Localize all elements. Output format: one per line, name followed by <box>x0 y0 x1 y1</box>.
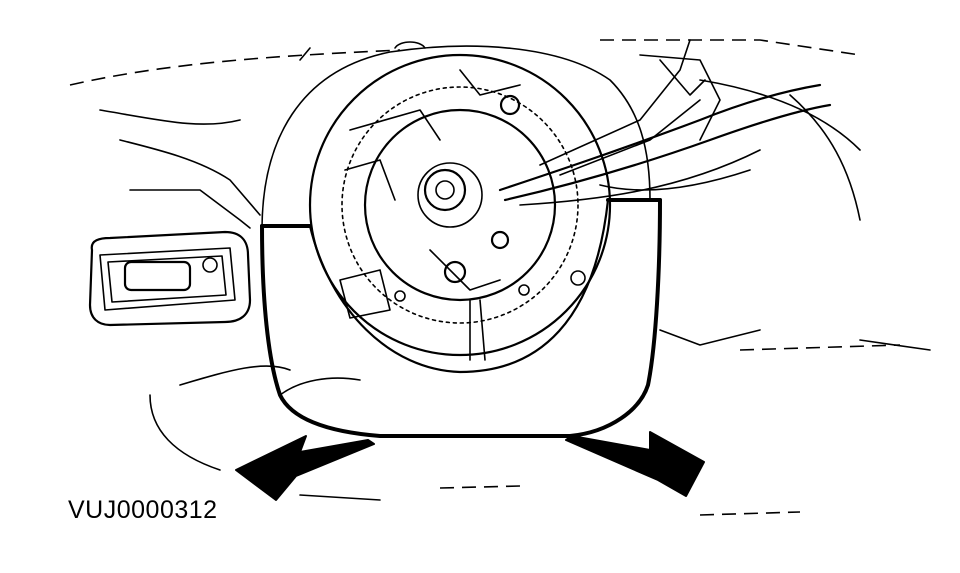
dashboard-outline <box>69 39 931 516</box>
arrow-right-icon <box>565 431 705 497</box>
upper-shroud <box>261 41 651 231</box>
clock-spring <box>308 53 612 361</box>
figure-code: VUJ0000312 <box>68 496 218 524</box>
arrow-left-icon <box>235 435 375 501</box>
lower-shroud <box>260 198 662 438</box>
wiring-harness <box>498 39 832 206</box>
vent-outline <box>88 230 252 327</box>
